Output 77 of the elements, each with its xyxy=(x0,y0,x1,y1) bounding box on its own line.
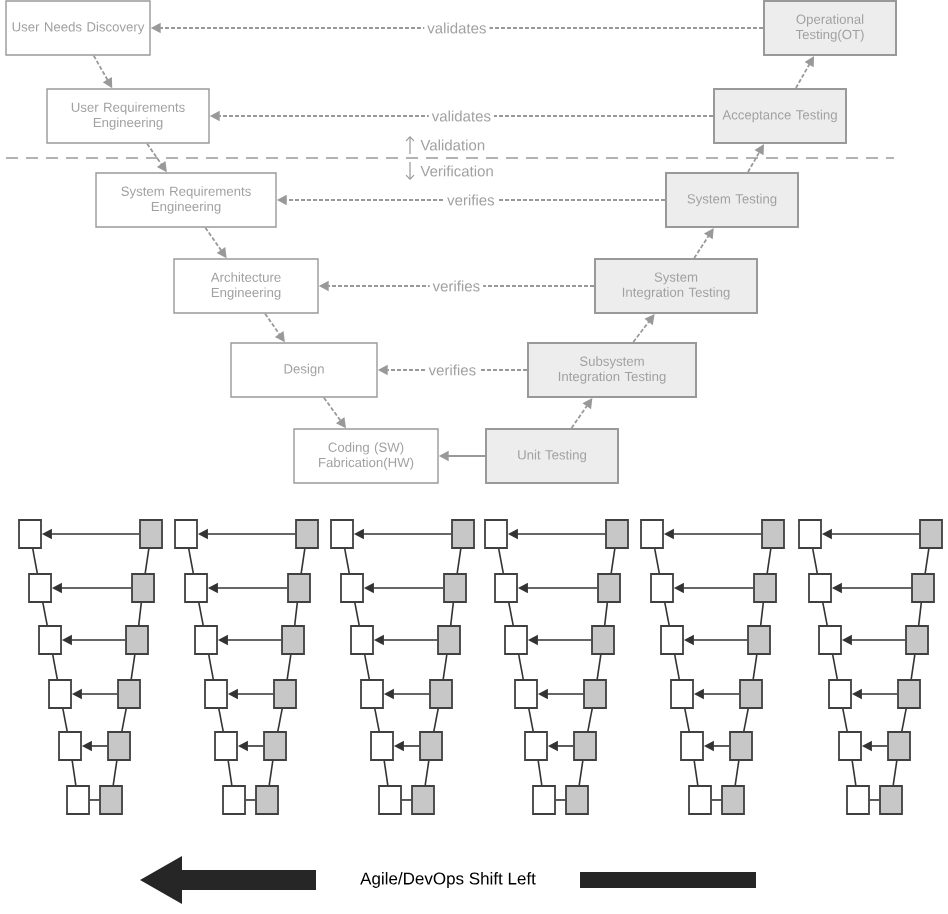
stage-box xyxy=(370,731,394,761)
stage-box xyxy=(670,679,694,709)
stage-box xyxy=(879,785,903,815)
stage-box xyxy=(58,731,82,761)
stage-box xyxy=(591,625,615,655)
stage-box xyxy=(204,679,228,709)
stage-box xyxy=(222,785,246,815)
arrow xyxy=(747,144,764,173)
stage-box xyxy=(214,731,238,761)
stage-box xyxy=(597,573,621,603)
stage-box xyxy=(437,625,461,655)
stage-box xyxy=(174,519,198,549)
stage-box xyxy=(411,785,435,815)
stage-box xyxy=(747,625,771,655)
stage-box xyxy=(255,785,279,815)
stage-box xyxy=(680,731,704,761)
stage-box xyxy=(184,573,208,603)
stage-box xyxy=(451,519,475,549)
stage-box xyxy=(295,519,319,549)
stage-box xyxy=(565,785,589,815)
stage-box xyxy=(18,519,42,549)
stage-box xyxy=(729,731,753,761)
stage-box xyxy=(340,573,364,603)
stage-box xyxy=(688,785,712,815)
stage-box xyxy=(429,679,453,709)
stage-box xyxy=(905,625,929,655)
stage-box xyxy=(117,679,141,709)
stage-box xyxy=(350,625,374,655)
stage-box xyxy=(573,731,597,761)
stage-box xyxy=(514,679,538,709)
stage-box xyxy=(443,573,467,603)
stage-box xyxy=(419,731,443,761)
stage-box xyxy=(330,519,354,549)
stage-box xyxy=(524,731,548,761)
stage-box xyxy=(378,785,402,815)
stage-box xyxy=(640,519,664,549)
stage-box xyxy=(846,785,870,815)
stage-box xyxy=(798,519,822,549)
stage-box xyxy=(753,573,777,603)
stage-box xyxy=(532,785,556,815)
stage-box xyxy=(818,625,842,655)
stage-box xyxy=(28,573,52,603)
arrow xyxy=(632,314,655,343)
stage-box xyxy=(273,679,297,709)
stage-box xyxy=(107,731,131,761)
stage-box xyxy=(66,785,90,815)
stage-box xyxy=(38,625,62,655)
stage-box xyxy=(808,573,832,603)
stage-box xyxy=(583,679,607,709)
stage-box xyxy=(605,519,629,549)
stage-box xyxy=(194,625,218,655)
stage-box xyxy=(828,679,852,709)
stage-box xyxy=(48,679,72,709)
stage-box xyxy=(281,625,305,655)
stage-box xyxy=(494,573,518,603)
stage-box xyxy=(360,679,384,709)
stage-box xyxy=(919,519,943,549)
stage-box xyxy=(139,519,163,549)
stage-box xyxy=(99,785,123,815)
stage-box xyxy=(287,573,311,603)
stage-box xyxy=(721,785,745,815)
stage-box xyxy=(911,573,935,603)
arrow-label: Agile/DevOps Shift Left xyxy=(360,872,536,888)
stage-box xyxy=(887,731,911,761)
stage-box xyxy=(504,625,528,655)
stage-box xyxy=(650,573,674,603)
stage-box xyxy=(125,625,149,655)
stage-box xyxy=(660,625,684,655)
stage-box xyxy=(484,519,508,549)
stage-box xyxy=(739,679,763,709)
stage-box xyxy=(131,573,155,603)
arrow xyxy=(570,398,593,429)
stage-box xyxy=(897,679,921,709)
stage-box xyxy=(263,731,287,761)
stage-box xyxy=(838,731,862,761)
arrow xyxy=(693,228,714,259)
stage-box xyxy=(761,519,785,549)
